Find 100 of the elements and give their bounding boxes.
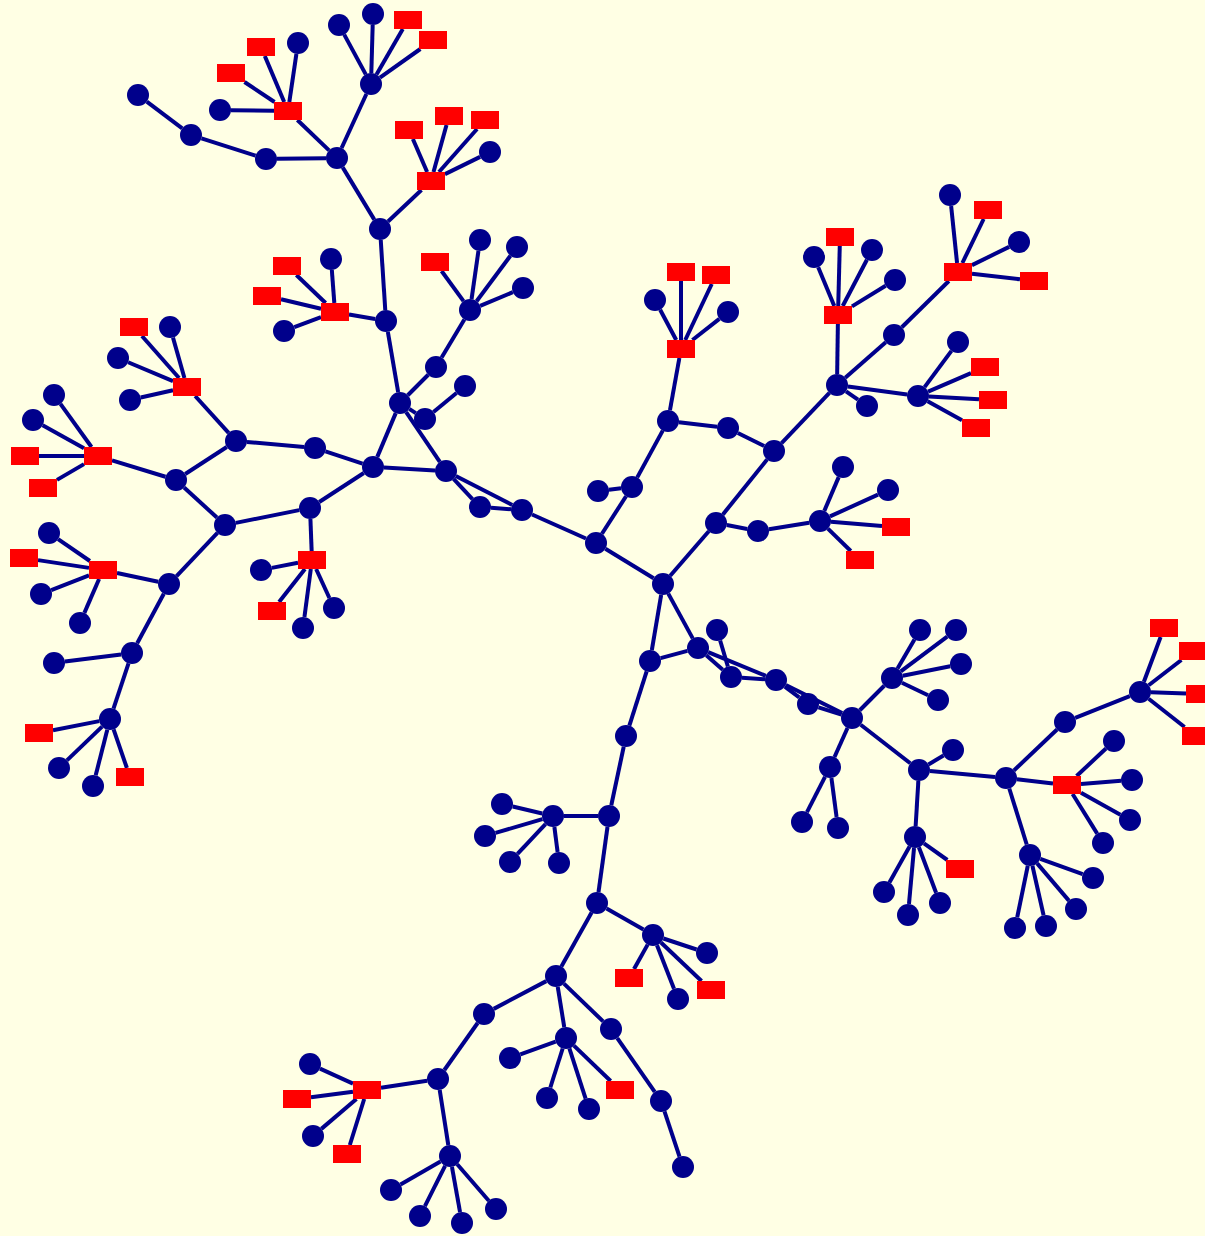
- circle-node: [884, 269, 906, 291]
- circle-node: [439, 1145, 461, 1167]
- connector-line: [830, 519, 883, 528]
- connector-line: [432, 391, 458, 414]
- connector-line: [655, 944, 676, 990]
- connector-line: [844, 389, 860, 402]
- circle-node: [536, 1087, 558, 1109]
- connector-line: [887, 845, 912, 884]
- square-node: [1053, 776, 1081, 794]
- square-node: [274, 102, 302, 120]
- connector-line: [926, 399, 963, 423]
- connector-line: [516, 822, 547, 856]
- square-node: [247, 38, 275, 56]
- circle-node: [99, 708, 121, 730]
- connector-line: [380, 1078, 428, 1090]
- square-node: [333, 1145, 361, 1163]
- connector-line: [572, 1044, 613, 1083]
- circle-node: [1103, 730, 1125, 752]
- connector-line: [41, 423, 85, 450]
- connector-line: [829, 777, 839, 818]
- connector-line: [859, 723, 912, 765]
- circle-node: [909, 619, 931, 641]
- circle-node: [644, 289, 666, 311]
- circle-node: [299, 1053, 321, 1075]
- connector-line: [691, 317, 721, 342]
- circle-node: [904, 826, 926, 848]
- circle-node: [511, 499, 533, 521]
- connector-line: [548, 1047, 565, 1089]
- connector-line: [276, 156, 327, 161]
- circle-node: [362, 456, 384, 478]
- connector-line: [314, 568, 332, 599]
- circle-node: [414, 408, 436, 430]
- connector-line: [847, 384, 908, 397]
- square-node: [11, 447, 39, 465]
- circle-node: [1035, 915, 1057, 937]
- connector-line: [922, 349, 954, 389]
- circle-node: [380, 1179, 402, 1201]
- connector-line: [596, 826, 610, 893]
- connector-line: [836, 245, 842, 307]
- circle-node: [499, 1047, 521, 1069]
- connector-line: [512, 804, 543, 816]
- circle-node: [273, 320, 295, 342]
- connector-line: [704, 653, 725, 672]
- connector-line: [184, 445, 228, 476]
- connector-line: [324, 449, 364, 466]
- circle-node: [512, 277, 534, 299]
- circle-node: [598, 805, 620, 827]
- connector-line: [829, 492, 879, 519]
- circle-node: [897, 904, 919, 926]
- connector-line: [519, 1039, 557, 1057]
- connector-line: [406, 373, 430, 397]
- square-node: [419, 31, 447, 49]
- connector-line: [135, 592, 166, 645]
- circle-node: [158, 573, 180, 595]
- connector-line: [310, 1089, 354, 1100]
- circle-node: [819, 756, 841, 778]
- connector-line: [302, 568, 313, 618]
- circle-node: [1121, 769, 1143, 791]
- connector-line: [455, 1163, 491, 1202]
- square-node: [824, 306, 852, 324]
- circle-node: [425, 356, 447, 378]
- square-node: [667, 340, 695, 358]
- connector-line: [659, 941, 703, 983]
- circle-node: [1119, 809, 1141, 831]
- circle-node: [621, 476, 643, 498]
- connector-line: [832, 727, 850, 758]
- connector-line: [1142, 636, 1163, 683]
- circle-node: [43, 384, 65, 406]
- circle-node: [1008, 231, 1030, 253]
- connector-line: [1080, 778, 1122, 786]
- square-node: [944, 263, 972, 281]
- connector-line: [319, 1066, 354, 1086]
- circle-node: [459, 299, 481, 321]
- square-node: [826, 228, 854, 246]
- square-node: [667, 263, 695, 281]
- square-node: [846, 551, 874, 569]
- square-node: [1182, 727, 1205, 745]
- connector-line: [1030, 865, 1046, 916]
- connector-line: [907, 847, 916, 905]
- circle-node: [214, 514, 236, 536]
- connector-line: [817, 705, 843, 717]
- square-node: [697, 981, 725, 999]
- circle-node: [320, 248, 342, 270]
- connector-line: [280, 297, 322, 311]
- circle-node: [672, 1156, 694, 1178]
- connector-line: [1039, 856, 1084, 877]
- circle-node: [586, 892, 608, 914]
- circle-node: [600, 1018, 622, 1040]
- connector-line: [385, 331, 401, 393]
- connector-line: [320, 1097, 358, 1131]
- connector-line: [822, 476, 841, 512]
- circle-node: [945, 619, 967, 641]
- connector-line: [615, 1036, 657, 1094]
- circle-node: [585, 532, 607, 554]
- connector-line: [662, 936, 698, 952]
- square-node: [298, 551, 326, 569]
- connector-line: [347, 1098, 367, 1146]
- circle-node: [180, 124, 202, 146]
- connector-line: [437, 127, 479, 174]
- connector-line: [922, 841, 949, 862]
